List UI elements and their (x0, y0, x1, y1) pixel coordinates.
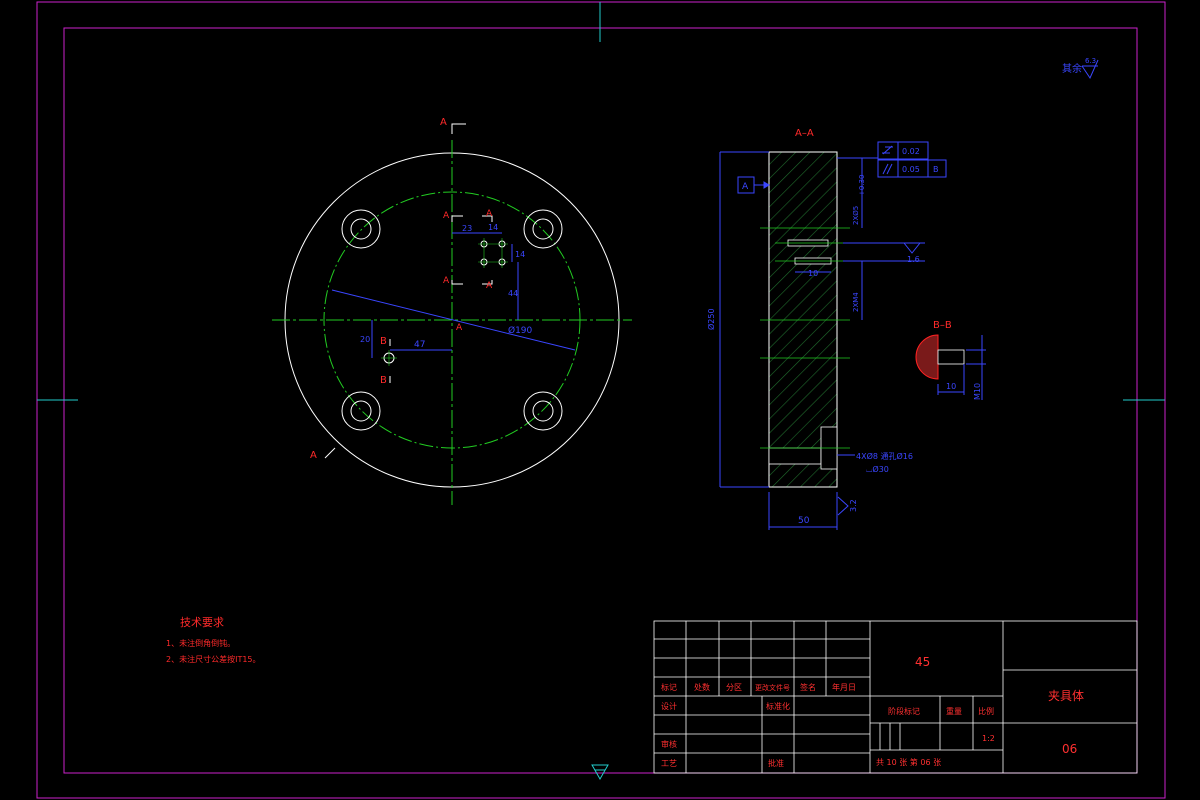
gdt-flatness-value: 0.02 (902, 147, 920, 156)
dim-hole-a: 2XØ5 (852, 206, 860, 225)
tb-scale: 比例 (978, 706, 994, 716)
bolt-holes (341, 209, 563, 431)
tb-design: 设计 (661, 701, 677, 711)
section-b-b-view: B–B 10 M10 (915, 320, 986, 400)
technical-requirements: 技术要求 1、未注倒角倒钝。 2、未注尺寸公差按IT15。 (166, 616, 261, 664)
center-label: A (456, 323, 463, 333)
gdt-parallel-value: 0.05 (902, 165, 920, 174)
tb-stage-mark: 阶段标记 (888, 706, 920, 716)
change-col-date: 年月日 (832, 682, 856, 692)
roughness-rest-symbol: 其余 6.3 (1062, 57, 1099, 80)
tb-part-name: 夹具体 (1048, 689, 1084, 703)
tech-req-title: 技术要求 (180, 616, 224, 629)
bb-dim-depth: 10 (946, 382, 956, 391)
datum-a-label: A (742, 182, 749, 192)
tech-req-item-2: 2、未注尺寸公差按IT15。 (166, 654, 261, 664)
tb-approve: 批准 (768, 758, 784, 768)
section-mark-6: A (310, 450, 317, 461)
tech-req-item-1: 1、未注倒角倒钝。 (166, 638, 235, 648)
small-hole-pattern (381, 238, 508, 366)
dim-counterbore-2: ⌴Ø30 (866, 464, 889, 474)
front-view-dimensions (331, 232, 576, 358)
section-aa-title: A–A (795, 128, 814, 139)
change-col-sign: 签名 (800, 682, 816, 692)
tb-drawing-no: 06 (1062, 742, 1077, 756)
section-mark-3: A (486, 209, 493, 219)
dim-height: Ø250 (706, 308, 716, 330)
dim-small-4: 44 (508, 289, 518, 298)
roughness-right: 1.6 (907, 255, 920, 264)
roughness-rest-label: 其余 (1062, 62, 1082, 75)
front-view: A A A A A A A B B 23 14 14 44 20 47 Ø190 (272, 117, 632, 505)
dim-hole-b: 2XM4 (852, 292, 860, 312)
roughness-rest-value: 6.3 (1085, 57, 1096, 65)
dim-small-2: 14 (488, 223, 498, 232)
tb-review: 审核 (661, 739, 677, 749)
title-block: 标记 处数 分区 更改文件号 签名 年月日 设计 标准化 审核 工艺 批准 45… (653, 620, 1138, 774)
tb-scale-value: 1:2 (982, 734, 995, 743)
gdt-parallel-datum: B (933, 165, 939, 174)
section-cut-lines (324, 123, 493, 459)
roughness-bottom: 3.2 (849, 499, 858, 512)
bb-dim-thread: M10 (973, 383, 982, 400)
dim-small-3: 14 (515, 250, 525, 259)
section-mark-4: A (443, 276, 450, 286)
section-mark-2: A (443, 211, 450, 221)
tb-process: 工艺 (661, 759, 677, 768)
dim-bolt-circle: Ø190 (508, 325, 533, 336)
view-b-mark-2: B (380, 375, 387, 386)
dim-b-horizontal: 47 (414, 340, 425, 350)
tb-weight: 重量 (946, 706, 962, 716)
section-mark-5: A (486, 281, 493, 291)
section-a-a-view: A–A (706, 128, 947, 530)
change-col-zone: 分区 (726, 683, 742, 692)
dim-counterbore-1: 4XØ8 通孔Ø16 (856, 451, 913, 461)
section-bb-title: B–B (933, 320, 952, 331)
view-b-mark-1: B (380, 336, 387, 347)
change-col-mark: 标记 (661, 682, 677, 692)
change-col-count: 处数 (694, 682, 710, 692)
tb-sheets: 共 10 张 第 06 张 (876, 757, 941, 767)
sheet-frame (36, 1, 1166, 799)
tb-standardize: 标准化 (766, 701, 790, 711)
tb-material: 45 (915, 655, 930, 669)
dim-b-vertical: 20 (360, 335, 370, 344)
dim-width: 50 (798, 516, 810, 526)
section-mark-1: A (440, 117, 447, 128)
dim-small-1: 23 (462, 224, 472, 233)
dim-depth: 10 (808, 269, 818, 278)
change-col-docno: 更改文件号 (755, 683, 790, 692)
dim-upper: +0.30 (858, 175, 866, 196)
